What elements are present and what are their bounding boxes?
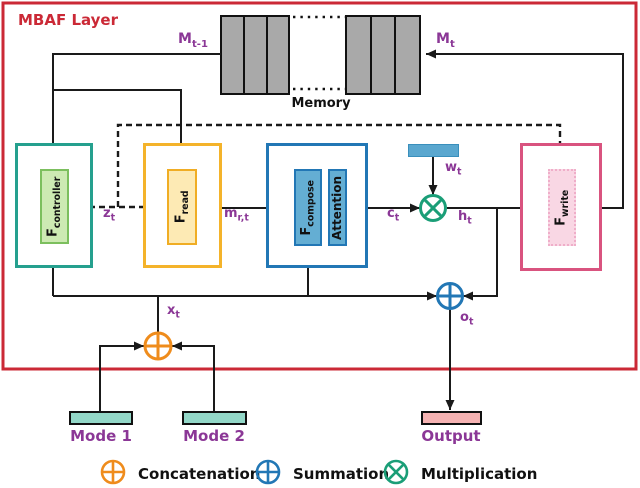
wt-weight-bar: [408, 144, 459, 157]
mode1-input-box: [69, 411, 133, 425]
legend-multiplication: Multiplication: [383, 459, 537, 488]
signal-m-t: Mt: [436, 31, 455, 50]
wire-mprev-to-controller: [48, 53, 221, 168]
signal-h-t: ht: [458, 209, 472, 227]
output-box: [421, 411, 482, 425]
wire-write-to-memory-mt: [426, 49, 624, 209]
read-block-label: Fread: [173, 190, 191, 224]
controller-block-label: Fcontroller: [45, 176, 64, 237]
attention-block-label: Attention: [330, 175, 345, 240]
memory-bank-right: [345, 15, 421, 95]
memory-ellipsis-dots: [293, 15, 345, 91]
summation-icon: [255, 459, 281, 488]
read-block: Fread: [167, 169, 197, 245]
compose-block: Fcompose: [294, 169, 322, 246]
wire-mprev-to-read: [53, 89, 186, 168]
controller-block: Fcontroller: [40, 169, 69, 244]
signal-m-prev: Mt-1: [178, 31, 208, 50]
mode2-label: Mode 2: [183, 427, 245, 445]
legend-multiplication-label: Multiplication: [421, 465, 538, 483]
legend-summation-label: Summation: [293, 465, 390, 483]
signal-w-t: wt: [445, 160, 462, 178]
legend-summation: Summation: [255, 459, 389, 488]
attention-block: Attention: [328, 169, 347, 246]
write-block-label: Fwrite: [553, 189, 571, 226]
wire-mode1-to-concat: [99, 341, 144, 411]
concatenation-icon: [100, 459, 126, 488]
summation-node: [436, 282, 464, 310]
signal-c-t: ct: [387, 206, 400, 224]
signal-o-t: ot: [460, 310, 474, 328]
wire-mode2-to-concat: [172, 341, 215, 411]
legend-concatenation: Concatenation: [100, 459, 260, 488]
multiplication-node: [419, 194, 447, 222]
write-block: Fwrite: [548, 169, 576, 246]
compose-block-label: Fcompose: [299, 179, 317, 236]
memory-bank-left: [220, 15, 290, 95]
signal-z-t: zt: [103, 206, 116, 224]
wire-ht-to-summation: [463, 208, 498, 301]
concatenation-node: [143, 331, 173, 361]
legend-concatenation-label: Concatenation: [138, 465, 261, 483]
mode2-input-box: [182, 411, 247, 425]
memory-label: Memory: [291, 96, 351, 111]
multiplication-icon: [383, 459, 409, 488]
signal-m-rt: mr,t: [224, 206, 249, 224]
mode1-label: Mode 1: [70, 427, 132, 445]
diagram-title: MBAF Layer: [18, 11, 119, 29]
signal-x-t: xt: [167, 303, 180, 321]
mbaf-layer-frame: [1, 1, 638, 371]
output-label: Output: [421, 427, 481, 445]
